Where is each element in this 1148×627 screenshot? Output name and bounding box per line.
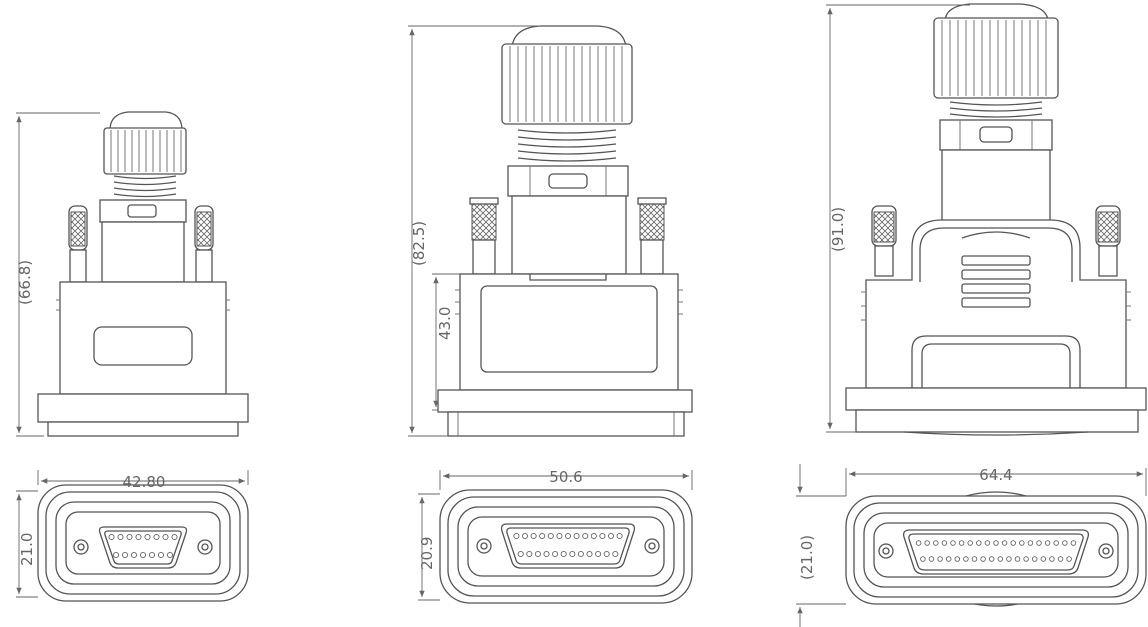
pin-socket (148, 551, 156, 559)
pin-socket (517, 550, 524, 558)
pin-socket (130, 551, 138, 559)
pin-socket (121, 551, 129, 559)
pin-socket (534, 550, 541, 558)
pin-socket (967, 540, 973, 546)
db15-front-view (16, 470, 249, 602)
pin-socket (1023, 556, 1029, 562)
pin-socket (1049, 556, 1055, 562)
pin-socket (958, 540, 965, 546)
pin-socket (1062, 540, 1068, 546)
db37-pins (915, 540, 1077, 562)
db37-width-label: 64.4 (979, 466, 1012, 484)
pin-socket (971, 556, 978, 562)
pin-socket (1027, 540, 1034, 546)
pin-socket (1057, 556, 1064, 562)
pin-socket (599, 532, 606, 540)
pin-socket (560, 550, 567, 558)
db25-inner-height-label: 43.0 (436, 307, 454, 340)
pin-socket (582, 532, 589, 540)
pin-socket (920, 556, 926, 562)
db37-height-label: (91.0) (829, 207, 847, 252)
pin-socket (135, 533, 142, 541)
pin-socket (1070, 540, 1077, 546)
pin-socket (166, 551, 174, 559)
db25-side-view (408, 25, 693, 437)
pin-socket (543, 550, 550, 558)
pin-socket (603, 550, 610, 558)
pin-socket (915, 540, 922, 546)
pin-socket (988, 556, 995, 562)
pin-socket (612, 550, 619, 558)
pin-socket (513, 532, 520, 540)
pin-socket (1031, 556, 1038, 562)
db15-height-label: (66.8) (16, 260, 34, 305)
pin-socket (126, 533, 133, 541)
pin-socket (1014, 556, 1021, 562)
pin-socket (1036, 540, 1042, 546)
pin-socket (595, 550, 602, 558)
pin-socket (984, 540, 991, 546)
pin-socket (963, 556, 969, 562)
pin-socket (997, 556, 1004, 562)
pin-socket (153, 533, 160, 541)
pin-socket (526, 550, 533, 558)
pin-socket (1066, 556, 1072, 562)
pin-socket (1019, 540, 1025, 546)
pin-socket (1010, 540, 1016, 546)
pin-socket (1053, 540, 1059, 546)
db25-pins (513, 532, 623, 558)
pin-socket (933, 540, 939, 546)
db15-pins (108, 533, 178, 559)
pin-socket (171, 533, 178, 541)
pin-socket (980, 556, 986, 562)
pin-socket (547, 532, 554, 540)
db15-front-height-label: 21.0 (18, 533, 36, 566)
pin-socket (945, 556, 952, 562)
db25-height-label: (82.5) (410, 221, 428, 266)
pin-socket (607, 532, 615, 540)
pin-socket (162, 533, 169, 541)
pin-socket (564, 532, 572, 540)
db15-width-label: 42.80 (123, 473, 166, 491)
pin-socket (556, 532, 563, 540)
pin-socket (941, 540, 948, 546)
pin-socket (539, 532, 546, 540)
pin-socket (954, 556, 961, 562)
db37-side-view (826, 3, 1147, 436)
pin-socket (530, 532, 537, 540)
pin-socket (976, 540, 982, 546)
pin-socket (112, 551, 120, 559)
pin-socket (573, 532, 580, 540)
pin-socket (521, 532, 529, 540)
db15-side-view (16, 111, 249, 437)
pin-socket (577, 550, 584, 558)
pin-socket (144, 533, 151, 541)
pin-socket (139, 551, 147, 559)
pin-socket (950, 540, 956, 546)
pin-socket (108, 533, 115, 541)
pin-socket (1044, 540, 1051, 546)
pin-socket (937, 556, 943, 562)
pin-socket (157, 551, 165, 559)
pin-socket (1006, 556, 1012, 562)
pin-socket (586, 550, 593, 558)
pin-socket (1040, 556, 1047, 562)
pin-socket (1001, 540, 1008, 546)
pin-socket (552, 550, 559, 558)
db25-front-view (418, 470, 693, 604)
pin-socket (117, 533, 124, 541)
db37-front-height-label: (21.0) (798, 535, 816, 580)
db37-front-view (796, 464, 1147, 627)
pin-socket (616, 532, 623, 540)
pin-socket (928, 556, 935, 562)
pin-socket (590, 532, 597, 540)
pin-socket (924, 540, 930, 546)
db25-width-label: 50.6 (549, 468, 582, 486)
pin-socket (993, 540, 999, 546)
db25-front-height-label: 20.9 (418, 537, 436, 570)
pin-socket (569, 550, 576, 558)
